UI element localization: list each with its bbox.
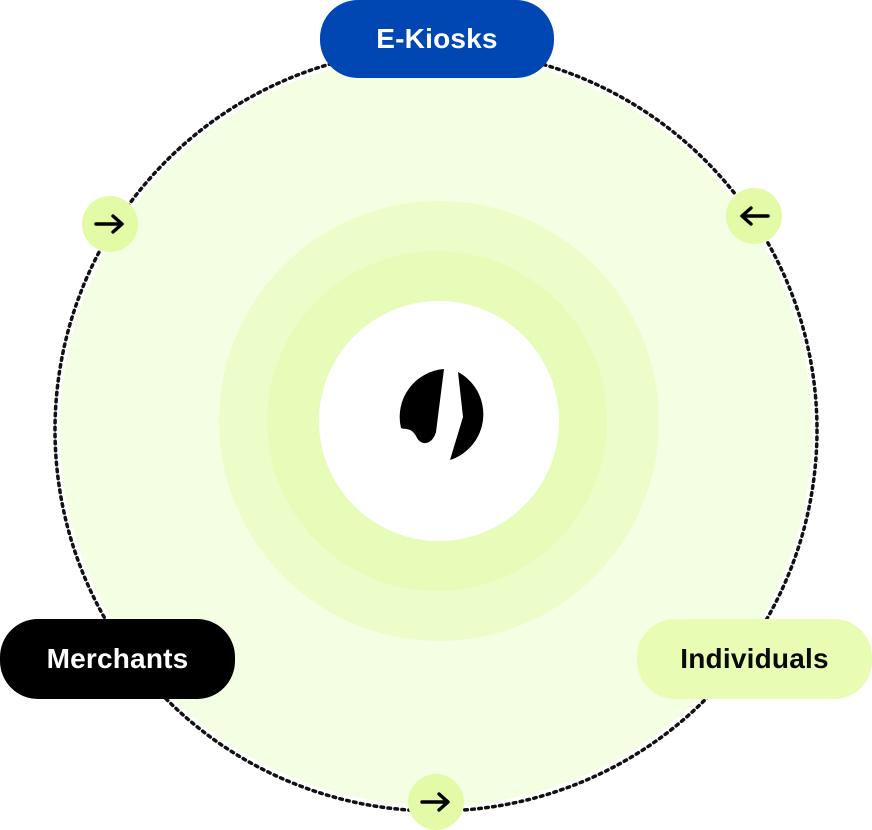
node-ekiosks[interactable]: E-Kiosks [320,0,554,78]
connector-bottom-button[interactable] [408,774,464,830]
arrow-left-icon [740,206,770,226]
node-merchants[interactable]: Merchants [0,619,235,699]
node-merchants-label: Merchants [46,643,189,674]
node-individuals-label: Individuals [680,643,829,674]
brand-logo-icon [399,369,484,460]
node-individuals[interactable]: Individuals [637,619,872,699]
node-ekiosks-label: E-Kiosks [376,23,498,54]
connector-upper-right-button[interactable] [726,188,782,244]
arrow-right-icon [94,214,124,234]
arrow-right-icon [420,792,450,812]
center-core [319,301,559,541]
connector-upper-left-button[interactable] [82,196,138,252]
